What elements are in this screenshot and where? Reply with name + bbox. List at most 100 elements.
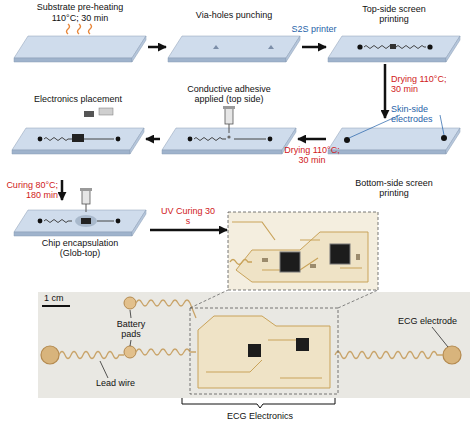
printed-pad <box>116 219 121 224</box>
slab-front <box>328 150 446 154</box>
serpentine-trace <box>194 138 226 141</box>
flow-arrow <box>61 180 64 200</box>
leader-line <box>130 310 131 318</box>
syringe-needle <box>86 204 87 212</box>
battery-pad <box>124 297 136 309</box>
printed-pad <box>116 137 121 142</box>
leader-line <box>130 340 131 346</box>
substrate-slab <box>168 36 300 62</box>
adhesive-dot <box>227 135 230 138</box>
printed-pad <box>268 137 273 142</box>
edge-label: S2S printer <box>284 24 344 34</box>
heat-wave <box>78 24 81 34</box>
flow-arrow <box>302 46 326 49</box>
step-condition: 110°C; 30 min <box>12 13 148 23</box>
heat-wave <box>67 24 70 34</box>
part-label: Battery pads <box>113 319 149 339</box>
slab-top <box>328 128 460 150</box>
slab-side <box>132 210 146 236</box>
part-label: ECG electrode <box>398 316 468 326</box>
passive-component <box>262 258 268 262</box>
process-condition: UV Curing 30 s <box>160 206 216 226</box>
slab-front <box>14 232 132 236</box>
serpentine-trace <box>230 260 252 265</box>
edge-label: Drying 110°C; 30 min <box>391 74 457 94</box>
circuit-board <box>198 316 330 388</box>
glob-top <box>75 215 97 227</box>
process-step: Electronics placement <box>10 92 146 180</box>
substrate-slab <box>328 36 460 62</box>
step-label: Substrate pre-heating <box>12 2 148 12</box>
flow-arrow <box>146 138 160 141</box>
skin-electrode <box>441 135 447 141</box>
chip-component <box>99 108 113 115</box>
substrate-slab <box>12 128 144 154</box>
slab-side <box>130 128 144 154</box>
trace <box>84 139 114 140</box>
slab-top <box>14 210 146 232</box>
via-holes <box>213 45 274 49</box>
step-label: Bottom-side screen printing <box>344 178 444 198</box>
zoom-frame <box>228 212 378 290</box>
slab-top <box>12 128 144 150</box>
serpentine-lead-wire <box>136 349 196 355</box>
step-label: Chip encapsulation (Glob-top) <box>30 238 130 258</box>
slab-front <box>168 58 286 62</box>
step-label: Electronics placement <box>10 94 146 104</box>
annotation-label: Skin-side electrodes <box>391 104 471 124</box>
ic-chip <box>280 252 300 272</box>
slab-side <box>446 36 460 62</box>
placed-chip <box>72 134 84 142</box>
serpentine-lead-wire <box>335 352 443 359</box>
ic-chip <box>248 344 261 357</box>
zoom-inset <box>228 212 378 290</box>
serpentine-lead-wire <box>59 352 124 359</box>
step-label: Via-holes punching <box>166 10 302 20</box>
process-step: Top-side screen printing <box>326 0 462 64</box>
ecg-electrode <box>443 346 461 364</box>
ic-chip <box>296 338 309 351</box>
edge-label: Curing 80°C; 180 min <box>0 180 58 200</box>
process-step: Substrate pre-heating110°C; 30 min <box>12 0 148 64</box>
slab-side <box>286 36 300 62</box>
serpentine-trace <box>44 220 72 223</box>
process-step: Bottom-side screen printing <box>326 118 462 208</box>
substrate-slab <box>328 128 460 154</box>
step-label: Top-side screen printing <box>354 4 434 24</box>
process-step: Conductive adhesive applied (top side) <box>160 82 298 180</box>
syringe-body <box>82 190 90 204</box>
process-step: Via-holes punching <box>166 0 302 64</box>
slab-top <box>168 36 300 58</box>
printed-pad <box>357 44 362 49</box>
heat-wave <box>89 24 92 34</box>
trace <box>97 221 114 222</box>
syringe-plunger <box>80 188 92 191</box>
leader-line <box>440 115 444 135</box>
via-hole <box>213 45 219 49</box>
slab-front <box>12 150 130 154</box>
part-label: Lead wire <box>96 378 146 388</box>
substrate-slabs <box>12 36 460 236</box>
slab-front <box>328 58 446 62</box>
passive-component <box>310 264 316 268</box>
uv-curing-arrow <box>150 229 227 232</box>
printed-pad <box>188 137 193 142</box>
flow-arrow <box>298 138 326 141</box>
slab-front <box>162 150 282 154</box>
trace-pad <box>390 44 396 49</box>
serpentine-lead-wire <box>136 300 196 318</box>
top-side-print <box>357 44 432 50</box>
battery-pad <box>124 346 136 358</box>
slab-top <box>328 36 460 58</box>
syringe-needle <box>229 124 230 133</box>
placement-step-art <box>38 108 121 142</box>
group-label: ECG Electronics <box>205 411 315 421</box>
substrate-slab <box>14 36 146 62</box>
scale-bar <box>42 305 70 307</box>
flow-arrow <box>148 46 166 49</box>
